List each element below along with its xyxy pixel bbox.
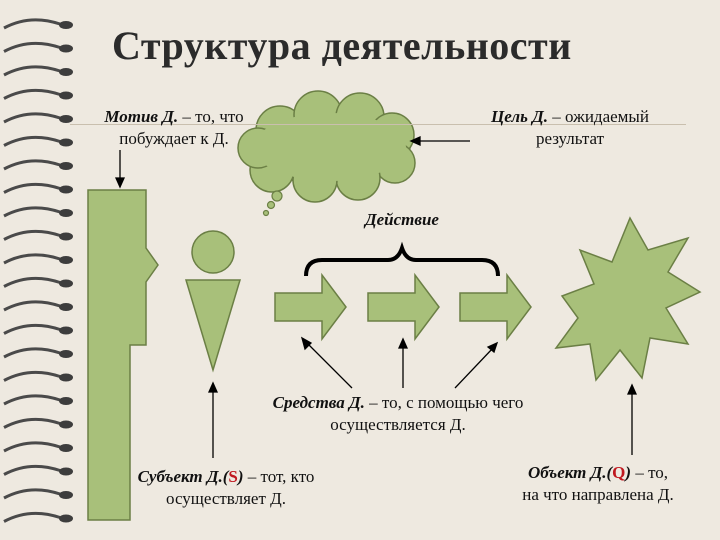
goal-desc-1: – ожидаемый — [548, 107, 649, 126]
spiral-binding — [3, 18, 73, 523]
spiral-loop — [3, 88, 61, 100]
spiral-loop — [3, 206, 61, 218]
spiral-loop — [3, 347, 61, 359]
spiral-hole — [59, 232, 73, 241]
spiral-hole — [59, 162, 73, 170]
subject-desc-2: осуществляет Д. — [166, 489, 286, 508]
subject-term: Субъект Д.( — [137, 467, 229, 486]
spiral-loop — [3, 276, 61, 288]
spiral-hole — [59, 350, 73, 358]
cloud-bubble-large — [271, 190, 283, 202]
spiral-loop — [3, 253, 61, 265]
spiral-loop — [3, 182, 61, 194]
motive-term: Мотив Д. — [104, 107, 179, 126]
spiral-hole — [59, 467, 73, 476]
spiral-hole — [59, 21, 73, 29]
spiral-loop — [3, 394, 61, 406]
means-label: Средства Д. – то, с помощью чего осущест… — [238, 392, 558, 436]
goal-term: Цель Д. — [491, 107, 548, 126]
object-label: Объект Д.(Q) – то, на что направлена Д. — [486, 462, 710, 506]
action-arrow-2 — [367, 272, 440, 342]
slide-title: Структура деятельности — [112, 23, 572, 68]
spiral-hole — [59, 279, 73, 288]
spiral-hole — [59, 303, 73, 311]
spiral-hole — [59, 373, 73, 382]
spiral-hole — [59, 514, 73, 523]
subject-desc-1: – тот, кто — [243, 467, 315, 486]
subject-term-end: ) — [237, 467, 244, 486]
spiral-loop — [3, 370, 61, 382]
means-desc-1: – то, с помощью чего — [364, 393, 524, 412]
goal-label: Цель Д. – ожидаемый результат — [460, 106, 680, 150]
subject-body — [184, 279, 242, 373]
subject-letter: S — [228, 467, 238, 486]
object-desc-1: – то, — [631, 463, 669, 482]
spiral-loop — [3, 441, 61, 453]
spiral-hole — [59, 185, 73, 194]
spiral-loop — [3, 464, 61, 476]
spiral-loop — [3, 41, 61, 53]
spiral-hole — [59, 444, 73, 452]
spiral-loop — [3, 417, 61, 429]
spiral-hole — [59, 397, 73, 405]
spiral-loop — [3, 300, 61, 312]
object-letter: Q — [612, 463, 626, 482]
cloud-bubble-small — [262, 209, 270, 217]
spiral-loop — [3, 65, 61, 77]
spiral-hole — [59, 326, 73, 335]
action-brace — [304, 241, 500, 277]
spiral-hole — [59, 68, 73, 76]
spiral-loop — [3, 511, 61, 523]
spiral-hole — [59, 420, 73, 429]
spiral-hole — [59, 115, 73, 123]
motive-shape — [87, 189, 159, 521]
spiral-loop — [3, 135, 61, 147]
action-arrow-1 — [274, 272, 347, 342]
spiral-hole — [59, 491, 73, 499]
spiral-hole — [59, 138, 73, 147]
motive-label: Мотив Д. – то, что побуждает к Д. — [84, 106, 264, 150]
spiral-loop — [3, 488, 61, 500]
spiral-hole — [59, 209, 73, 217]
motive-desc-2: побуждает к Д. — [119, 129, 229, 148]
spiral-loop — [3, 18, 61, 30]
goal-cloud — [237, 90, 416, 203]
object-term: Объект Д.( — [527, 463, 613, 482]
subject-label: Субъект Д.(S) – тот, кто осуществляет Д. — [106, 466, 346, 510]
spiral-loop — [3, 112, 61, 124]
means-term: Средства Д. — [272, 393, 365, 412]
object-burst — [554, 216, 702, 382]
action-arrow-3 — [459, 272, 532, 342]
title-rule — [70, 124, 686, 125]
spiral-hole — [59, 256, 73, 264]
spiral-loop — [3, 229, 61, 241]
goal-desc-2: результат — [535, 129, 605, 148]
cloud-bubble-medium — [266, 200, 276, 210]
spiral-loop — [3, 159, 61, 171]
action-label: Действие — [365, 210, 439, 229]
object-term-end: ) — [625, 463, 632, 482]
means-desc-2: осуществляется Д. — [330, 415, 466, 434]
spiral-loop — [3, 323, 61, 335]
spiral-hole — [59, 91, 73, 100]
spiral-hole — [59, 44, 73, 53]
motive-desc-1: – то, что — [178, 107, 244, 126]
pointer-arrows — [114, 135, 638, 458]
subject-head — [191, 230, 235, 274]
object-desc-2: на что направлена Д. — [522, 485, 674, 504]
